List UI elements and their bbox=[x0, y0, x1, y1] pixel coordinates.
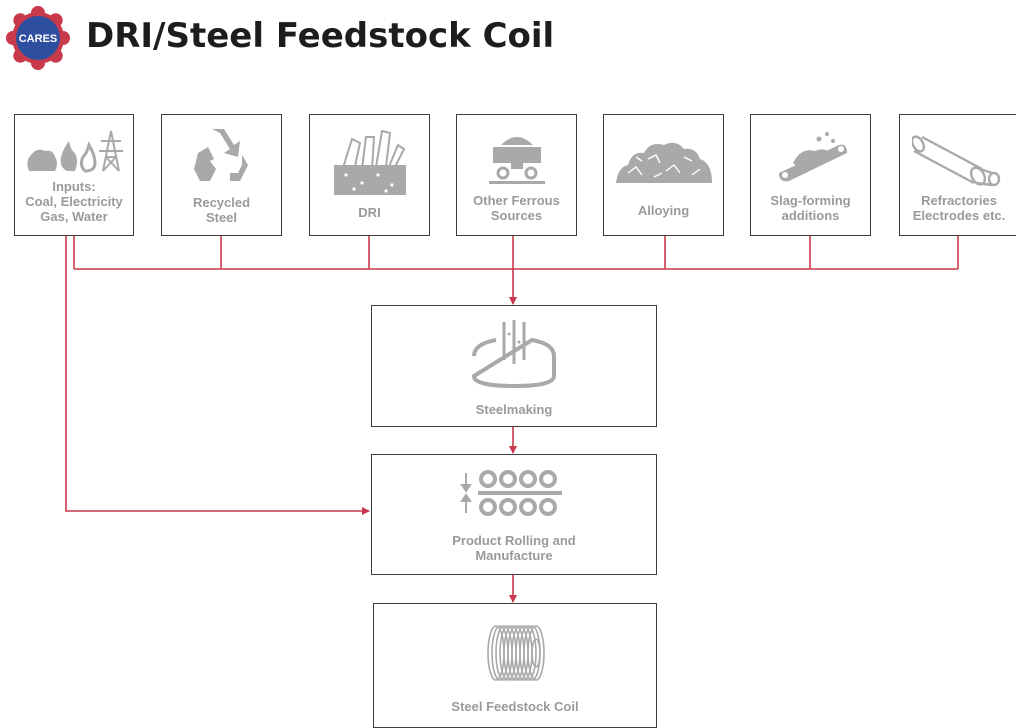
input-label: Refractories Electrodes etc. bbox=[912, 193, 1006, 223]
electrode-icon bbox=[912, 135, 1001, 187]
rolling-mill-icon bbox=[460, 470, 562, 516]
input-box-other-ferrous: Other Ferrous Sources bbox=[456, 114, 577, 236]
input-label: Slag-forming additions bbox=[770, 193, 851, 223]
process-label: Product Rolling and Manufacture bbox=[452, 533, 576, 563]
process-box-steelmaking: Steelmaking bbox=[371, 305, 657, 427]
input-label: Recycled Steel bbox=[192, 195, 251, 225]
input-label: Inputs: Coal, Electricity Gas, Water bbox=[25, 179, 123, 224]
recycle-icon bbox=[194, 129, 248, 181]
logo-text: CARES bbox=[19, 33, 58, 45]
input-box-dri: DRI bbox=[309, 114, 430, 236]
input-label: DRI bbox=[358, 205, 381, 220]
cares-logo: CARES bbox=[6, 6, 70, 70]
process-box-rolling: Product Rolling and Manufacture bbox=[371, 454, 657, 575]
process-label: Steelmaking bbox=[475, 402, 553, 417]
input-label: Alloying bbox=[637, 203, 690, 218]
process-label: Steel Feedstock Coil bbox=[451, 699, 579, 714]
dri-pile-icon bbox=[334, 129, 406, 195]
ore-cart-icon bbox=[489, 137, 545, 184]
input-box-alloying: Alloying bbox=[603, 114, 724, 236]
furnace-icon bbox=[471, 320, 556, 389]
conveyor-icon bbox=[779, 132, 847, 182]
process-box-steel-coil: Steel Feedstock Coil bbox=[373, 603, 657, 728]
fuel-and-power-icon bbox=[27, 130, 123, 173]
coil-icon bbox=[487, 625, 545, 681]
input-box-refractories: Refractories Electrodes etc. bbox=[899, 114, 1016, 236]
input-box-recycled-steel: Recycled Steel bbox=[161, 114, 282, 236]
alloy-pile-icon bbox=[616, 142, 712, 183]
page-title: DRI/Steel Feedstock Coil bbox=[86, 16, 555, 56]
input-box-fuel-power: Inputs: Coal, Electricity Gas, Water bbox=[14, 114, 134, 236]
input-label: Other Ferrous Sources bbox=[473, 193, 560, 223]
input-box-slag: Slag-forming additions bbox=[750, 114, 871, 236]
